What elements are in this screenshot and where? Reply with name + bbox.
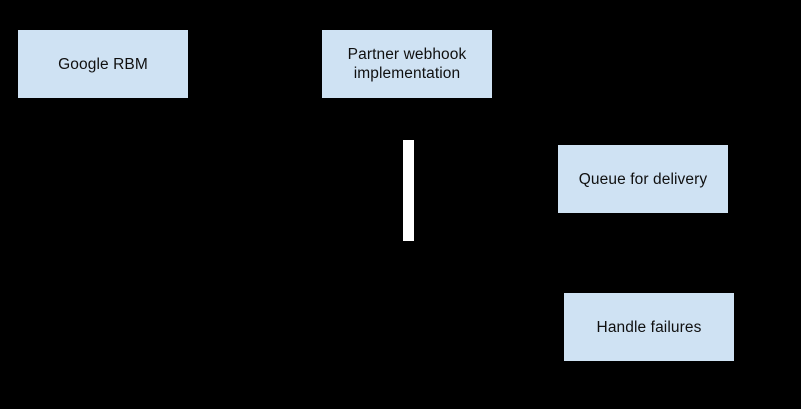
node-label: Google RBM: [58, 55, 148, 73]
connector-vertical-bar[interactable]: [403, 140, 414, 241]
node-google-rbm[interactable]: Google RBM: [18, 30, 188, 98]
node-label: Handle failures: [596, 318, 702, 336]
node-queue-for-delivery[interactable]: Queue for delivery: [558, 145, 728, 213]
node-label: Queue for delivery: [578, 170, 708, 188]
node-label: Partner webhook implementation: [347, 46, 467, 82]
node-partner-webhook-implementation[interactable]: Partner webhook implementation: [322, 30, 492, 98]
node-handle-failures[interactable]: Handle failures: [564, 293, 734, 361]
